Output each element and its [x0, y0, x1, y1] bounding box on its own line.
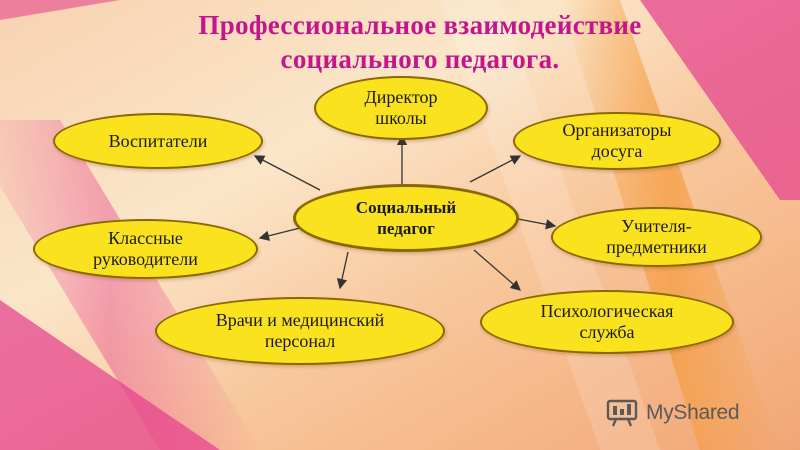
node-doctors-line1: Врачи и медицинский [215, 310, 385, 330]
center-line1: Социальный [355, 198, 457, 217]
node-class-teachers-line1: Классные [108, 228, 183, 248]
node-director: Директор школы [314, 76, 488, 140]
title-line-2: социального педагога. [280, 44, 560, 74]
node-psychology-line1: Психологическая [540, 301, 674, 321]
presentation-board-icon [606, 399, 638, 427]
node-director-line1: Директор [364, 87, 438, 107]
arrow-to-psychology [473, 249, 521, 291]
watermark-text: MyShared [646, 401, 740, 424]
node-psychology: Психологическая служба [480, 290, 734, 354]
slide-title: Профессиональное взаимодействие социальн… [60, 8, 780, 76]
node-class-teachers: Классные руководители [33, 219, 258, 279]
arrow-to-subject-teachers [517, 218, 557, 230]
title-line-1: Профессиональное взаимодействие [198, 10, 642, 40]
center-line2: педагог [377, 219, 435, 238]
watermark-logo: MyShared [606, 398, 740, 428]
node-psychology-line2: служба [579, 322, 635, 342]
node-subject-teachers-line2: предметники [606, 237, 707, 257]
arrow-to-organizers [469, 155, 522, 183]
node-subject-teachers: Учителя- предметники [551, 207, 762, 267]
arrow-to-class-teachers [258, 227, 301, 241]
node-educators-line1: Воспитатели [108, 130, 208, 151]
node-subject-teachers-line1: Учителя- [621, 216, 692, 236]
node-doctors: Врачи и медицинский персонал [155, 297, 445, 365]
node-organizers-line2: досуга [591, 141, 643, 161]
node-doctors-line2: персонал [264, 331, 336, 351]
node-organizers: Организаторы досуга [513, 112, 721, 170]
node-social-pedagogue: Социальный педагог [293, 184, 519, 252]
node-director-line2: школы [375, 108, 427, 128]
node-educators: Воспитатели [53, 113, 263, 169]
arrow-to-educators [253, 155, 321, 191]
node-organizers-line1: Организаторы [562, 120, 672, 140]
node-class-teachers-line2: руководители [93, 249, 198, 269]
arrow-to-doctors [336, 251, 349, 290]
